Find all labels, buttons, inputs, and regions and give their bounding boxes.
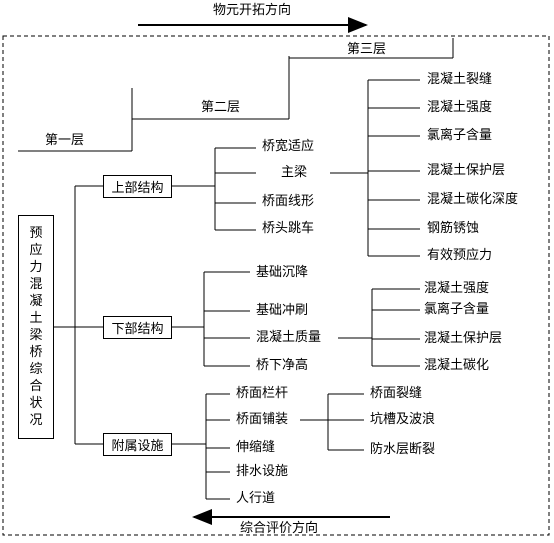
concrete-quality-indicator: 混凝土保护层 xyxy=(424,331,503,346)
aux-item: 伸缩缝 xyxy=(236,440,276,455)
node-lower-structure: 下部结构 xyxy=(103,316,172,339)
concrete-quality-indicator: 氯离子含量 xyxy=(424,302,490,317)
pavement-indicator: 防水层断裂 xyxy=(370,442,436,457)
top-direction-label: 物元开拓方向 xyxy=(213,3,292,18)
girder-indicator: 氯离子含量 xyxy=(427,128,493,143)
dashed-frame xyxy=(2,35,550,536)
aux-item: 桥面铺装 xyxy=(236,412,289,427)
girder-indicator: 混凝土强度 xyxy=(427,100,493,115)
girder-indicator: 混凝土碳化深度 xyxy=(427,192,519,207)
girder-indicator: 混凝土裂缝 xyxy=(427,72,493,87)
concrete-quality-indicator: 混凝土强度 xyxy=(424,281,490,296)
girder-indicator: 混凝土保护层 xyxy=(427,163,506,178)
pavement-indicator: 桥面裂缝 xyxy=(370,386,423,401)
lower-item: 桥下净高 xyxy=(256,358,309,373)
lower-item: 基础沉降 xyxy=(256,265,309,280)
aux-item: 人行道 xyxy=(236,491,276,506)
girder-indicator: 钢筋锈蚀 xyxy=(427,221,480,236)
node-upper-structure: 上部结构 xyxy=(103,175,172,198)
bottom-direction-label: 综合评价方向 xyxy=(240,521,319,536)
pavement-indicator: 坑槽及波浪 xyxy=(370,412,436,427)
aux-item: 排水设施 xyxy=(236,464,289,479)
upper-item: 主梁 xyxy=(281,165,308,180)
layer-second-label: 第二层 xyxy=(201,100,241,115)
node-aux-facilities: 附属设施 xyxy=(103,433,172,456)
layer-third-label: 第三层 xyxy=(347,42,387,57)
root-node: 预应力混凝土梁桥综合状况 xyxy=(18,215,54,439)
layer-first-label: 第一层 xyxy=(45,133,85,148)
upper-item: 桥面线形 xyxy=(262,194,315,209)
root-node-label: 预应力混凝土梁桥综合状况 xyxy=(29,226,43,428)
concrete-quality-indicator: 混凝土碳化 xyxy=(424,358,490,373)
tree-connectors xyxy=(54,79,420,500)
lower-item: 基础冲刷 xyxy=(256,303,309,318)
aux-item: 桥面栏杆 xyxy=(236,386,289,401)
lower-item: 混凝土质量 xyxy=(256,330,322,345)
layer-steps xyxy=(18,38,454,152)
girder-indicator: 有效预应力 xyxy=(427,248,493,263)
upper-item: 桥头跳车 xyxy=(262,221,315,236)
upper-item: 桥宽适应 xyxy=(262,139,315,154)
